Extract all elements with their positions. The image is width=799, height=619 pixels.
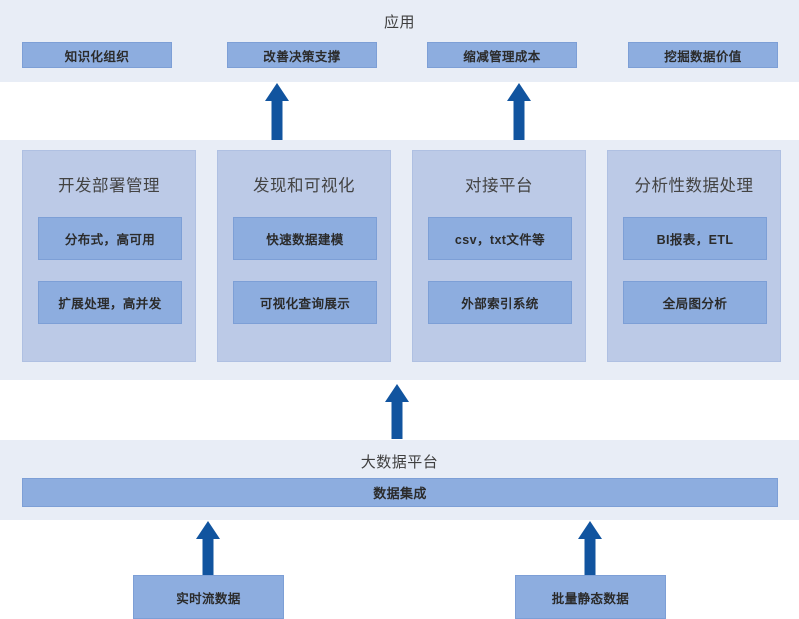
capability-item[interactable]: 全局图分析 [623,281,767,324]
arrow-up-icon-to-capabilities [384,384,410,439]
capability-item[interactable]: 扩展处理，高并发 [38,281,182,324]
platform-section-title: 大数据平台 [360,454,439,471]
capability-card-analytical-data-processing[interactable]: 分析性数据处理 BI报表，ETL 全局图分析 [607,150,781,362]
application-section-title: 应用 [383,14,415,31]
capability-item[interactable]: 快速数据建模 [233,217,377,260]
capability-card-title: 对接平台 [465,177,533,195]
capability-item[interactable]: 分布式，高可用 [38,217,182,260]
application-box-decision-support[interactable]: 改善决策支撑 [227,42,377,68]
capability-item[interactable]: csv，txt文件等 [428,217,572,260]
capability-card-integration-platform[interactable]: 对接平台 csv，txt文件等 外部索引系统 [412,150,586,362]
arrow-up-icon-to-platform-1 [195,521,221,576]
capability-card-title: 开发部署管理 [58,177,160,195]
capability-card-discovery-visualization[interactable]: 发现和可视化 快速数据建模 可视化查询展示 [217,150,391,362]
capability-card-dev-deploy-management[interactable]: 开发部署管理 分布式，高可用 扩展处理，高并发 [22,150,196,362]
capability-card-title: 发现和可视化 [253,177,355,195]
capability-item[interactable]: BI报表，ETL [623,217,767,260]
capability-card-title: 分析性数据处理 [634,177,754,195]
arrow-up-icon-to-application-2 [506,83,532,140]
source-box-batch-static-data[interactable]: 批量静态数据 [515,575,666,619]
arrow-up-icon-to-platform-2 [577,521,603,576]
capability-item[interactable]: 可视化查询展示 [233,281,377,324]
application-box-cost-reduction[interactable]: 缩减管理成本 [427,42,577,68]
source-box-realtime-stream-data[interactable]: 实时流数据 [133,575,284,619]
capability-item[interactable]: 外部索引系统 [428,281,572,324]
application-band [0,0,799,82]
application-box-knowledge-organization[interactable]: 知识化组织 [22,42,172,68]
data-integration-bar[interactable]: 数据集成 [22,478,778,507]
arrow-up-icon-to-application-1 [264,83,290,140]
application-box-data-value[interactable]: 挖掘数据价值 [628,42,778,68]
